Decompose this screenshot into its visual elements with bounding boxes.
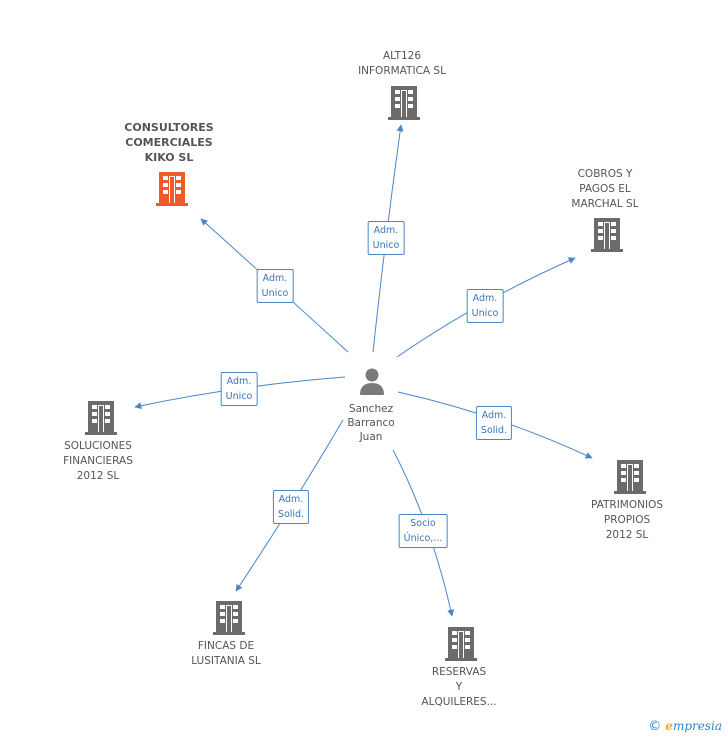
building-icon[interactable] <box>213 601 245 639</box>
company-label-consultores[interactable]: CONSULTORES COMERCIALES KIKO SL <box>124 120 213 165</box>
company-label-line: MARCHAL SL <box>571 198 639 210</box>
role-badge-soluciones[interactable]: Adm. Unico <box>220 372 258 406</box>
role-badge-cobros[interactable]: Adm. Unico <box>466 289 504 323</box>
role-badge-alt126[interactable]: Adm. Unico <box>367 221 405 255</box>
role-badge-fincas[interactable]: Adm. Solid. <box>272 490 310 524</box>
company-label-line: ALQUILERES... <box>421 696 497 708</box>
person-name-line: Barranco <box>347 417 395 429</box>
company-label-line: PAGOS EL <box>579 183 631 195</box>
role-line: Único,... <box>403 533 443 544</box>
role-line: Adm. <box>481 410 507 421</box>
brand-initial: e <box>665 719 673 733</box>
role-line: Solid. <box>480 425 508 436</box>
role-badge-reservas[interactable]: Socio Único,... <box>398 514 448 548</box>
building-icon[interactable] <box>614 460 646 498</box>
company-label-line: FINCAS DE <box>197 640 255 652</box>
role-line: Adm. <box>262 273 288 284</box>
company-label-line: LUSITANIA SL <box>191 655 261 667</box>
company-label-reservas[interactable]: RESERVAS Y ALQUILERES... <box>421 665 496 710</box>
role-line: Unico <box>372 240 400 251</box>
role-line: Adm. <box>226 376 252 387</box>
person-icon[interactable] <box>359 367 385 399</box>
building-icon[interactable] <box>85 401 117 439</box>
person-name[interactable]: Sanchez Barranco Juan <box>347 402 394 444</box>
role-line: Socio <box>410 518 436 529</box>
brand-name: mpresia <box>672 719 722 733</box>
building-icon[interactable] <box>388 86 420 124</box>
company-label-line: PATRIMONIOS <box>590 499 664 511</box>
company-label-alt126[interactable]: ALT126 INFORMATICA SL <box>358 49 446 79</box>
company-label-line: SOLUCIONES <box>64 440 132 452</box>
empresia-logo[interactable]: ©empresia <box>648 719 722 734</box>
company-label-line: ALT126 <box>382 50 422 62</box>
copyright-symbol: © <box>648 719 662 734</box>
role-line: Adm. <box>278 494 304 505</box>
building-icon[interactable] <box>445 627 477 665</box>
building-icon[interactable] <box>156 172 188 210</box>
company-label-line: FINANCIERAS <box>63 455 133 467</box>
company-label-line: PROPIOS <box>603 514 651 526</box>
company-label-line: Y <box>455 681 463 693</box>
role-badge-consultores[interactable]: Adm. Unico <box>256 269 294 303</box>
role-line: Solid. <box>277 509 305 520</box>
company-label-cobros[interactable]: COBROS Y PAGOS EL MARCHAL SL <box>571 167 638 212</box>
company-label-fincas[interactable]: FINCAS DE LUSITANIA SL <box>191 639 261 669</box>
company-label-patrimonios[interactable]: PATRIMONIOS PROPIOS 2012 SL <box>591 498 663 543</box>
company-label-line: RESERVAS <box>431 666 487 678</box>
company-label-line: CONSULTORES <box>124 121 214 134</box>
role-line: Unico <box>261 288 289 299</box>
company-label-line: INFORMATICA SL <box>358 65 446 77</box>
role-line: Unico <box>471 308 499 319</box>
company-label-line: COMERCIALES <box>125 136 213 149</box>
company-label-line: KIKO SL <box>144 151 194 164</box>
role-line: Adm. <box>373 225 399 236</box>
role-badge-patrimonios[interactable]: Adm. Solid. <box>475 406 513 440</box>
person-name-line: Sanchez <box>348 403 394 415</box>
person-name-line: Juan <box>359 431 383 443</box>
role-line: Adm. <box>472 293 498 304</box>
company-label-soluciones[interactable]: SOLUCIONES FINANCIERAS 2012 SL <box>63 439 133 484</box>
building-icon[interactable] <box>591 218 623 256</box>
role-line: Unico <box>225 391 253 402</box>
company-label-line: COBROS Y <box>577 168 633 180</box>
company-label-line: 2012 SL <box>76 470 120 482</box>
company-label-line: 2012 SL <box>605 529 649 541</box>
